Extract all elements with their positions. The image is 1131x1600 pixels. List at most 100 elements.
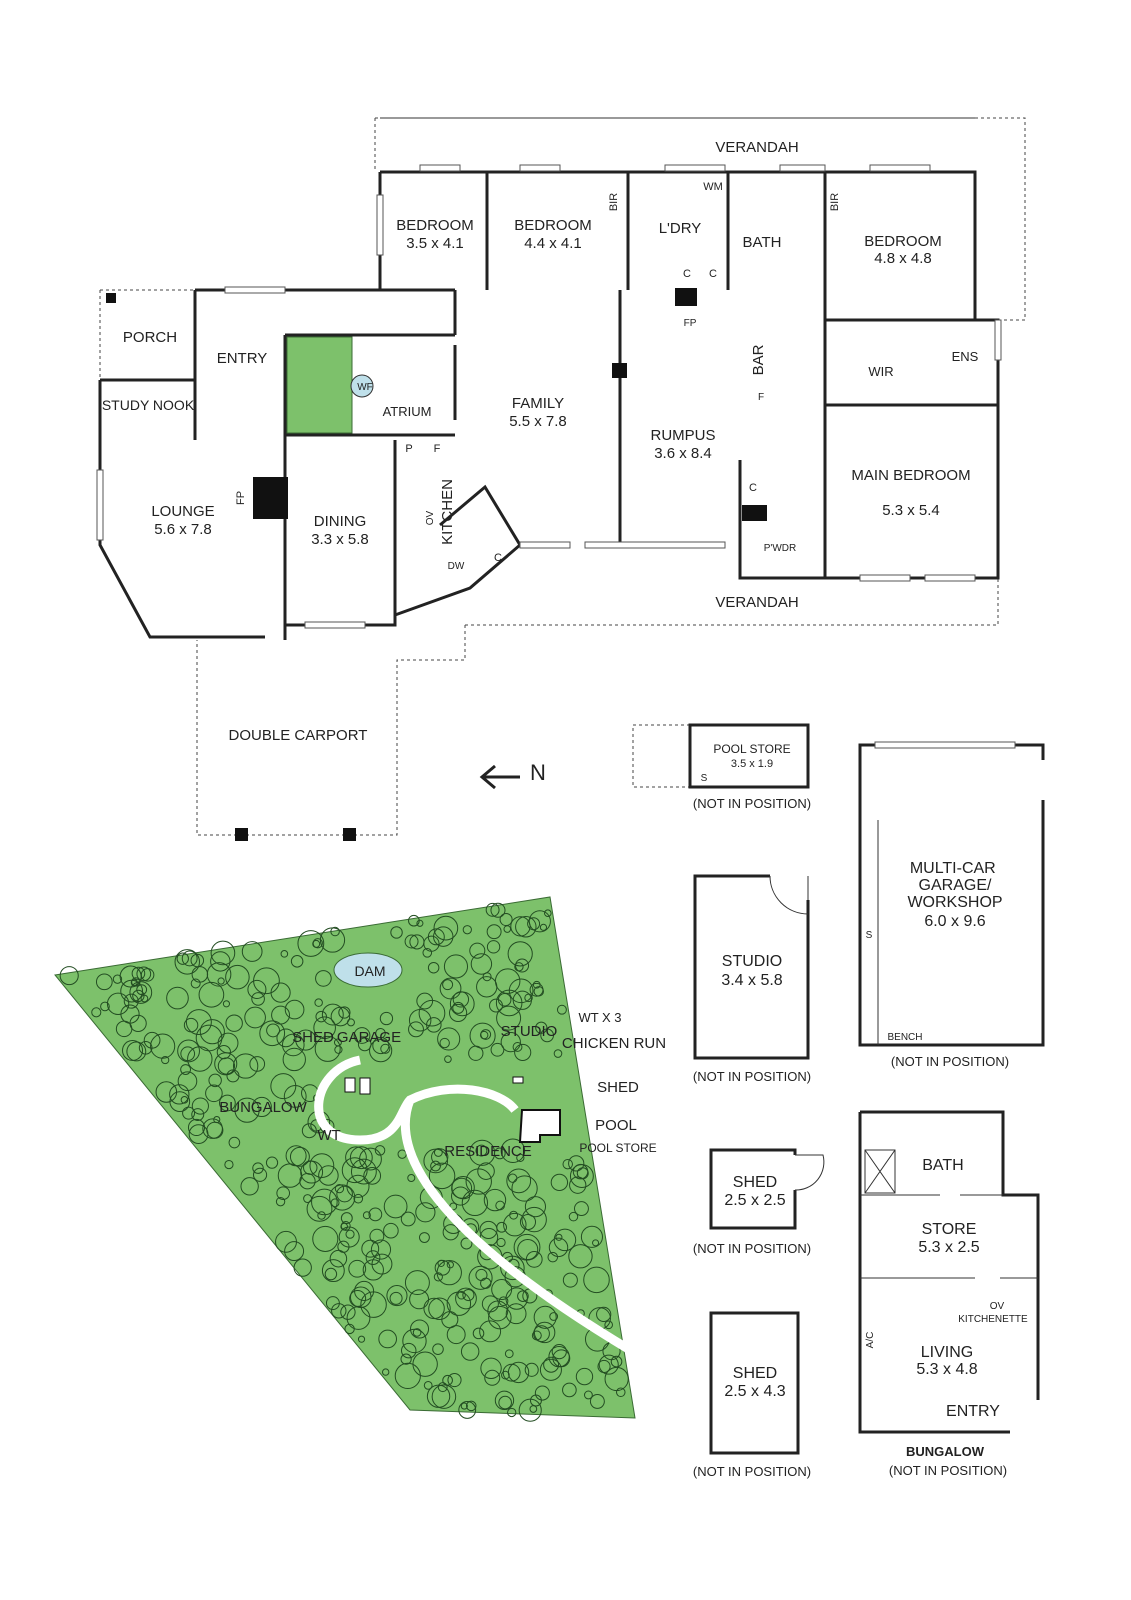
tree-icon — [437, 1027, 461, 1051]
tree-icon — [465, 1400, 477, 1412]
tree-icon — [569, 1176, 587, 1194]
tree-icon — [415, 1202, 436, 1223]
tree-icon — [496, 1221, 508, 1233]
tree-icon — [470, 953, 493, 975]
bungalow: BATH STORE 5.3 x 2.5 OV KITCHENETTE A/C … — [858, 1110, 1040, 1478]
tree-icon — [519, 1213, 537, 1231]
tree-icon — [494, 968, 521, 994]
tree-icon — [589, 1393, 605, 1409]
site-label-garage: GARAGE — [337, 1029, 401, 1046]
tree-icon — [446, 1291, 472, 1316]
cupboard-label: C — [683, 268, 691, 280]
tree-icon — [469, 942, 486, 959]
studio-note: (NOT IN POSITION) — [693, 1069, 811, 1084]
tree-icon — [190, 978, 201, 989]
dishwasher-label: DW — [448, 561, 465, 572]
site-label-shed: SHED — [292, 1029, 334, 1046]
pool-store-note: (NOT IN POSITION) — [693, 796, 811, 811]
bungalow-living-size: 5.3 x 4.8 — [916, 1361, 977, 1378]
shed-large-note: (NOT IN POSITION) — [693, 1464, 811, 1479]
tree-icon — [498, 1296, 509, 1307]
multi-car-garage: MULTI-CAR GARAGE/WORKSHOP 6.0 x 9.6 S BE… — [858, 741, 1045, 1069]
tree-icon — [95, 973, 113, 991]
tree-icon — [345, 1146, 367, 1169]
tree-icon — [408, 914, 420, 927]
tree-icon — [404, 934, 419, 949]
tree-icon — [281, 1033, 305, 1057]
tree-icon — [539, 1358, 562, 1381]
tree-icon — [500, 1138, 526, 1163]
north-arrow: N — [479, 760, 546, 790]
tree-icon — [443, 954, 469, 979]
tree-icon — [346, 1306, 371, 1330]
tree-icon — [383, 1222, 399, 1239]
room-bedroom-2-size: 4.4 x 4.1 — [524, 235, 582, 252]
tree-icon — [458, 1400, 477, 1419]
room-family: FAMILY — [512, 395, 564, 412]
tree-icon — [131, 966, 146, 981]
tree-icon — [341, 1157, 368, 1184]
tree-icon — [379, 1011, 394, 1026]
tree-icon — [426, 1017, 442, 1033]
tree-icon — [468, 1265, 493, 1290]
tree-icon — [180, 1064, 191, 1075]
bungalow-store: STORE — [922, 1221, 977, 1238]
tree-icon — [386, 1284, 408, 1307]
tree-icon — [527, 917, 541, 931]
tree-icon — [448, 1003, 468, 1023]
tree-icon — [486, 924, 502, 940]
north-label: N — [530, 760, 546, 785]
fireplace-label: FP — [684, 318, 697, 329]
post-icon — [235, 828, 248, 841]
room-dining-size: 3.3 x 5.8 — [311, 531, 369, 548]
tree-icon — [301, 1123, 317, 1139]
tree-icon — [378, 1329, 397, 1349]
tree-icon — [353, 1027, 371, 1044]
tree-icon — [311, 1188, 338, 1216]
tree-icon — [265, 1156, 279, 1169]
post-icon — [343, 828, 356, 841]
tree-icon — [317, 1211, 326, 1220]
tree-icon — [218, 1094, 236, 1112]
shed-small: SHED 2.5 x 2.5 (NOT IN POSITION) — [693, 1148, 825, 1256]
tree-icon — [505, 1303, 527, 1325]
tree-icon — [315, 1010, 327, 1023]
tree-icon — [596, 1306, 612, 1322]
tree-icon — [390, 926, 403, 939]
tree-icon — [182, 1106, 196, 1120]
tree-icon — [610, 1355, 623, 1368]
tree-icon — [488, 1305, 512, 1330]
tree-icon — [552, 1349, 571, 1368]
tree-icon — [422, 947, 433, 958]
tree-icon — [241, 941, 263, 962]
post-icon — [106, 293, 116, 303]
tree-icon — [529, 1394, 542, 1407]
tree-icon — [439, 977, 462, 1000]
tree-icon — [533, 1305, 557, 1329]
tree-icon — [505, 1287, 528, 1310]
tree-icon — [217, 1032, 239, 1054]
site-label-shed-2: SHED — [597, 1079, 639, 1096]
room-atrium: ATRIUM — [383, 404, 432, 419]
tree-icon — [251, 1096, 272, 1118]
studio-size: 3.4 x 5.8 — [721, 972, 782, 989]
tree-icon — [210, 940, 236, 966]
tree-icon — [544, 909, 552, 918]
tree-icon — [469, 1022, 496, 1049]
tree-icon — [452, 1001, 465, 1014]
tree-icon — [329, 1184, 356, 1211]
tree-icon — [330, 1198, 340, 1208]
verandah-carport-outline — [196, 578, 999, 836]
tree-icon — [400, 1342, 417, 1359]
land-parcel — [54, 896, 636, 1419]
tree-icon — [331, 1303, 347, 1319]
studio-name: STUDIO — [722, 953, 782, 970]
tree-icon — [330, 926, 340, 937]
tree-icon — [136, 984, 148, 996]
tree-icon — [368, 1207, 383, 1222]
tree-icon — [126, 1041, 147, 1062]
tree-icon — [336, 1185, 353, 1203]
tree-icon — [575, 1367, 594, 1386]
tree-icon — [91, 1007, 102, 1018]
garage-name-line: GARAGE/ — [919, 877, 992, 894]
